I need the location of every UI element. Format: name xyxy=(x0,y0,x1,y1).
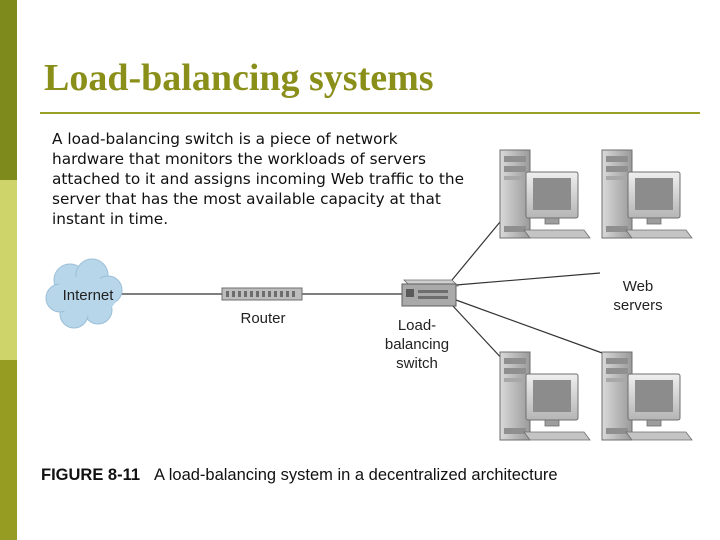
servers-label-line: servers xyxy=(613,297,662,314)
servers-label: Web servers xyxy=(613,278,662,314)
server-icon xyxy=(601,351,693,441)
sidebar-segment-top xyxy=(0,0,17,180)
servers-label-line: Web xyxy=(623,278,654,295)
server-icon xyxy=(499,351,591,441)
figure-number: FIGURE 8-11 xyxy=(41,466,141,484)
slide-body-text: A load-balancing switch is a piece of ne… xyxy=(52,130,464,228)
cloud-icon xyxy=(45,258,123,329)
sidebar-decoration xyxy=(0,0,17,540)
switch-icon xyxy=(401,279,459,307)
internet-label: Internet xyxy=(63,287,115,304)
slide-title: Load-balancing systems xyxy=(44,57,434,99)
figure-caption-text: A load-balancing system in a decentraliz… xyxy=(154,466,558,484)
link-switch-server-1 xyxy=(451,221,501,281)
router-label: Router xyxy=(240,310,285,327)
sidebar-segment-bottom xyxy=(0,360,17,540)
sidebar-segment-middle xyxy=(0,180,17,360)
server-icon xyxy=(499,149,591,239)
switch-label: Load- balancing switch xyxy=(385,317,449,372)
network-links xyxy=(118,221,617,363)
title-underline xyxy=(40,112,700,114)
switch-label-line: Load- xyxy=(398,317,436,334)
link-switch-server-2 xyxy=(455,272,601,286)
router-icon xyxy=(221,287,303,301)
server-icon xyxy=(601,149,693,239)
switch-label-line: balancing xyxy=(385,336,449,353)
link-switch-server-3 xyxy=(451,304,506,363)
figure-caption: FIGURE 8-11 A load-balancing system in a … xyxy=(41,466,558,485)
link-switch-server-4 xyxy=(455,299,617,359)
switch-label-line: switch xyxy=(396,355,438,372)
